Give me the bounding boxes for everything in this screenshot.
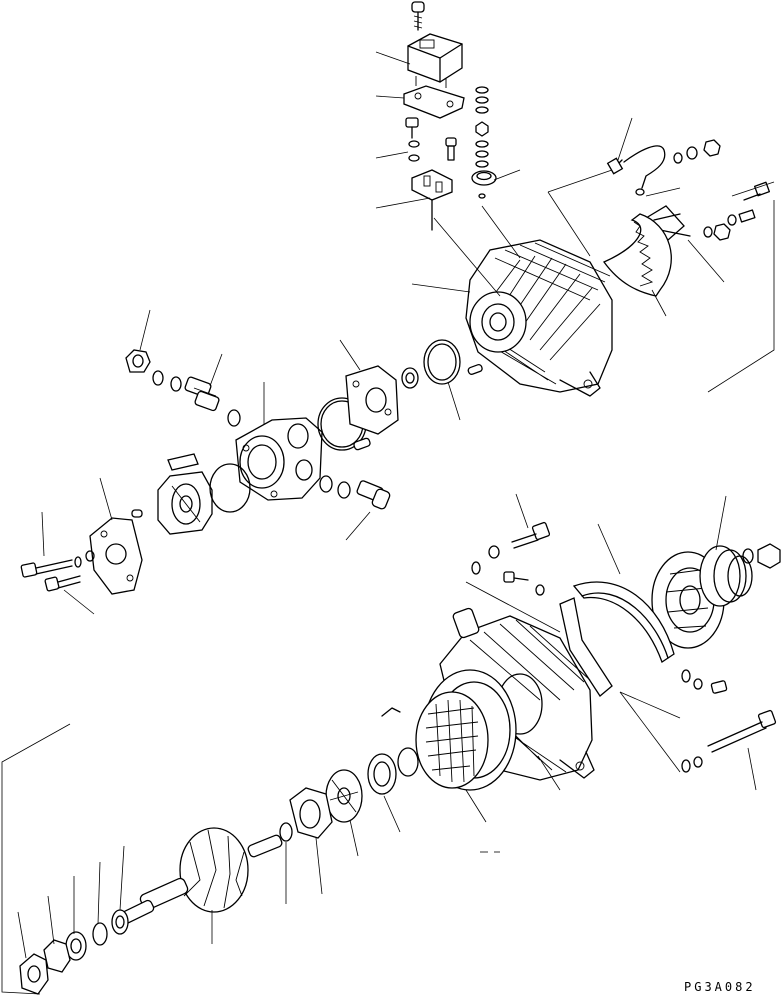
washer-single — [227, 409, 241, 427]
thrust-washer — [279, 822, 293, 842]
bearing-retainer — [289, 787, 333, 839]
regulator-plate — [403, 85, 465, 119]
terminal-plate — [644, 181, 770, 241]
bearing-small — [401, 367, 419, 389]
washer-stack-right — [475, 86, 489, 168]
small-screw — [405, 117, 419, 139]
rotor — [119, 827, 283, 925]
banjo-bolt — [319, 475, 391, 510]
shaft-parts-stack — [19, 909, 129, 995]
leader-lines — [1, 51, 775, 995]
pump-cover-plate — [345, 365, 399, 435]
spacer-ring — [397, 747, 419, 777]
pulley-half-gear — [603, 213, 672, 297]
v-pulley — [699, 545, 753, 607]
band-shield-clip — [559, 597, 613, 697]
front-bearing — [367, 753, 397, 795]
brush-holder — [411, 169, 453, 231]
check-valve — [184, 376, 220, 412]
dowel-pin — [353, 437, 371, 451]
fan-spacer — [325, 769, 363, 823]
band-shield — [572, 581, 675, 663]
pin-small — [467, 363, 483, 375]
pulley-bolt — [488, 521, 551, 559]
pump-rotor — [157, 471, 213, 535]
nut-washer-set-top — [673, 139, 721, 164]
pulley-nut — [742, 543, 781, 569]
washer-stack-left — [408, 140, 420, 162]
regulator-unit — [407, 33, 463, 88]
cap-nut — [125, 349, 151, 373]
harness-wire — [606, 145, 666, 196]
grommet — [471, 170, 497, 199]
pump-end-cover — [89, 517, 143, 595]
pump-body — [235, 417, 323, 501]
regulator-screw — [411, 1, 425, 31]
rectifier-assembly — [381, 691, 489, 789]
mounting-bolt-lower — [681, 669, 728, 694]
washer-pair-left — [152, 370, 182, 392]
drawing-code-label: PG3A082 — [684, 980, 756, 994]
o-ring-rotor — [209, 463, 251, 513]
long-bolt-left — [20, 550, 95, 578]
through-bolt-long — [681, 709, 777, 773]
pin-bolt — [445, 137, 457, 161]
gasket-ring — [423, 339, 461, 385]
strip-seal — [167, 453, 199, 471]
small-pin-rotor — [131, 509, 143, 518]
upper-alternator-housing — [465, 239, 613, 397]
washer-lower-set — [471, 561, 545, 596]
short-bolt-left — [44, 575, 81, 592]
